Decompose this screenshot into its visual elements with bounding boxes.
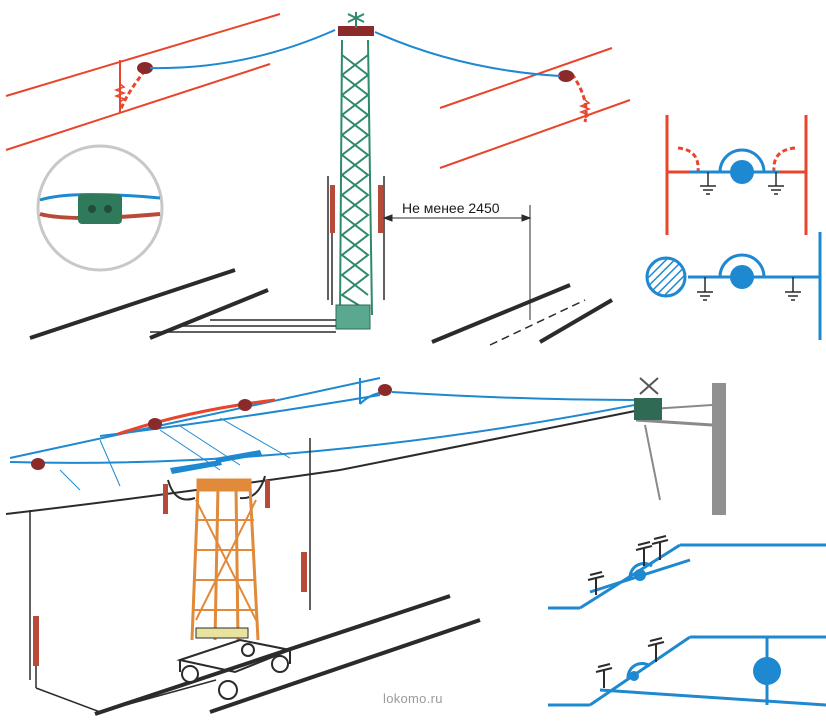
mast-arresters [330, 185, 383, 233]
lattice-mast [339, 39, 373, 316]
trolley-cart [176, 627, 294, 700]
circle-arrester-icon [629, 671, 639, 681]
cantilever-support [634, 377, 726, 515]
blue-feeder-wire-left [149, 29, 336, 70]
schematic-sectioning-lower [548, 635, 826, 707]
blue-feeder-wire-right [374, 31, 561, 77]
bottom-scene [5, 377, 726, 716]
insulator-icon [587, 535, 669, 595]
hatched-circle-icon [645, 256, 687, 298]
bottom-arresters [33, 480, 307, 666]
red-live-section [117, 398, 276, 436]
ground-bond-wires [150, 319, 336, 333]
ladder-trolley [190, 478, 260, 641]
red-wires-left [5, 13, 281, 151]
bottom-drop-wires [29, 438, 311, 713]
top-scene [5, 12, 631, 346]
mast-head [338, 12, 374, 36]
rails-left [29, 268, 269, 340]
insulator-icon [137, 62, 153, 74]
circle-arrester-icon [730, 160, 754, 184]
insulator-icon [378, 384, 392, 396]
insulator-icon [595, 637, 665, 688]
schematic-blue [688, 232, 822, 340]
circle-arrester-icon [753, 657, 781, 685]
ground-symbol-icon [785, 277, 801, 301]
track-center-dashed [489, 299, 586, 346]
blue-catenary [9, 377, 641, 464]
ground-symbol-icon [697, 277, 713, 301]
ground-symbol-icon [768, 172, 784, 195]
rails-right [431, 283, 614, 344]
hanger-hooks [167, 475, 266, 501]
clearance-label: Не менее 2450 [402, 200, 500, 216]
spring-connector-right [578, 99, 592, 119]
watermark: lokomo.ru [383, 691, 443, 706]
circle-arrester-icon [730, 265, 754, 289]
insulator-icon [148, 418, 162, 430]
red-wires-right [439, 47, 631, 169]
insulator-icon [238, 399, 252, 411]
disconnector-blades [170, 450, 262, 474]
insulator-icon [31, 458, 45, 470]
insulator-icon [558, 70, 574, 82]
schematic-sectioning-upper [548, 543, 826, 610]
mast-drop-wires [327, 176, 385, 305]
ground-symbol-icon [700, 172, 716, 195]
clearance-dimension [382, 205, 532, 320]
circle-arrester-icon [634, 569, 646, 581]
mast-base [335, 304, 371, 330]
spring-connector-left [113, 83, 127, 103]
rails-bottom [94, 594, 481, 716]
connector-detail-inset [36, 144, 164, 272]
